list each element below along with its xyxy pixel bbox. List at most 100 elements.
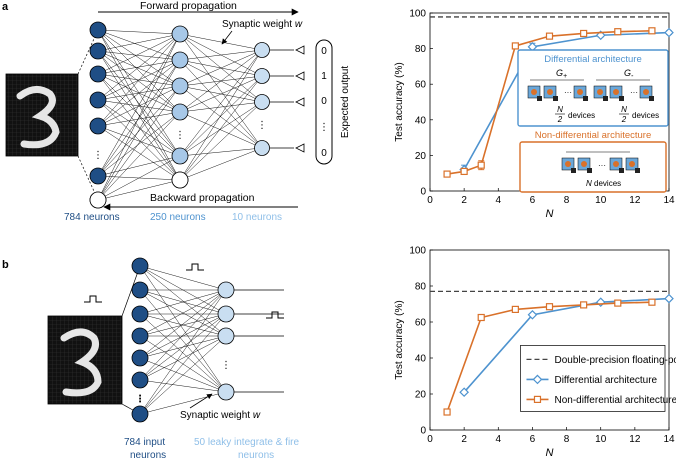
x-axis-label: N (546, 208, 554, 220)
neuron (171, 51, 189, 69)
svg-text:⋮: ⋮ (93, 150, 103, 161)
neuron (131, 281, 149, 299)
data-point (648, 298, 656, 306)
synaptic-weight-label-a: Synaptic weight w (222, 19, 303, 30)
series-line (463, 297, 670, 393)
x-tick-label: 10 (595, 195, 607, 206)
synapse-line (179, 101, 263, 181)
synapse-line (97, 50, 181, 87)
x-tick-label: 14 (663, 434, 675, 445)
neuron (171, 25, 189, 43)
y-tick-label: 0 (420, 187, 426, 198)
synapse-line (179, 147, 263, 157)
neuron (89, 91, 107, 109)
synapse-line (97, 59, 181, 127)
y-tick-label: 100 (409, 9, 426, 20)
n-over-2-denominator-left: 2 (557, 115, 563, 124)
synapse-line (97, 29, 181, 35)
g-minus-label: G- (624, 68, 634, 80)
synapse-line (97, 125, 181, 181)
synapse-line (139, 313, 227, 359)
synapse-line (139, 265, 227, 291)
y-tick-label: 40 (415, 354, 427, 365)
x-tick-label: 8 (564, 434, 570, 445)
svg-text:⋮: ⋮ (257, 120, 267, 131)
x-tick-label: 14 (663, 195, 675, 206)
expected-output-label: Expected output (340, 66, 351, 138)
differential-inset-box (517, 49, 669, 127)
synapse-line (139, 289, 227, 393)
input-neurons-label: 784 input (124, 437, 165, 448)
data-point (545, 32, 554, 40)
synapse-line (179, 49, 263, 87)
expected-value: 0 (321, 96, 327, 107)
forward-propagation-label: Forward propagation (140, 0, 237, 12)
y-tick-label: 80 (415, 44, 427, 55)
neuron (217, 383, 235, 401)
device-dot (643, 89, 649, 95)
svg-text:⋮: ⋮ (135, 394, 145, 405)
synapse-line (97, 155, 181, 201)
synapse-line (97, 33, 181, 201)
x-axis-label: N (546, 447, 554, 459)
synapse-line (139, 289, 227, 415)
synapse-line (97, 85, 181, 177)
synapse-line (97, 111, 181, 177)
neuron (131, 349, 149, 367)
data-point (595, 297, 606, 308)
y-tick-label: 0 (420, 426, 426, 437)
synapse-line (179, 33, 263, 51)
data-point (527, 309, 538, 320)
data-point (443, 170, 451, 178)
panel-b-schematic: b ⋮⋮ Synaptic weight w 784 input neurons… (2, 257, 299, 461)
y-axis-label: Test accuracy (%) (394, 300, 405, 379)
synapse-line (97, 73, 181, 157)
n-over-2-numerator-left: N (557, 105, 563, 114)
synapse-line (97, 99, 181, 181)
panel-letter-b: b (2, 259, 9, 271)
neuron (217, 281, 235, 299)
x-tick-label: 2 (461, 434, 467, 445)
synapse-line (139, 313, 227, 381)
neuron (131, 327, 149, 345)
neuron (131, 257, 149, 275)
digit-image-b (47, 315, 123, 405)
synapse-line (139, 379, 227, 393)
synapse-line (179, 59, 263, 149)
nondiff-inset-title: Non-differential architecture (535, 130, 652, 141)
neuron (254, 42, 270, 58)
x-tick-label: 0 (427, 434, 433, 445)
synapse-line (97, 33, 181, 127)
neuron (254, 140, 270, 156)
layer-label-784: 784 neurons (64, 212, 120, 223)
legend-box (520, 345, 666, 412)
synapse-line (179, 85, 263, 149)
synapse-line (97, 50, 181, 181)
expected-output-box (315, 39, 333, 165)
svg-text:⋮: ⋮ (319, 122, 329, 133)
neuron (131, 371, 149, 389)
device-dot (531, 89, 537, 95)
synapse-line (97, 29, 181, 113)
synapse-line (179, 75, 263, 181)
synapse-line (179, 111, 263, 149)
n-devices-label: N devices (586, 179, 621, 188)
devices-label-left: devices (568, 111, 595, 120)
x-tick-label: 4 (496, 434, 502, 445)
device-dot (597, 89, 603, 95)
data-point (511, 42, 519, 50)
x-tick-label: 6 (530, 195, 536, 206)
legend-label: Non-differential architecture (554, 395, 676, 406)
data-point (664, 27, 674, 38)
neuron (89, 167, 107, 185)
x-tick-label: 6 (530, 434, 536, 445)
synapse-line (139, 289, 227, 315)
x-tick-label: 2 (461, 195, 467, 206)
synapse-line (97, 29, 181, 87)
y-tick-label: 100 (409, 246, 426, 257)
device-dot (629, 161, 635, 167)
synapse-line (97, 50, 181, 61)
neuron (254, 68, 270, 84)
